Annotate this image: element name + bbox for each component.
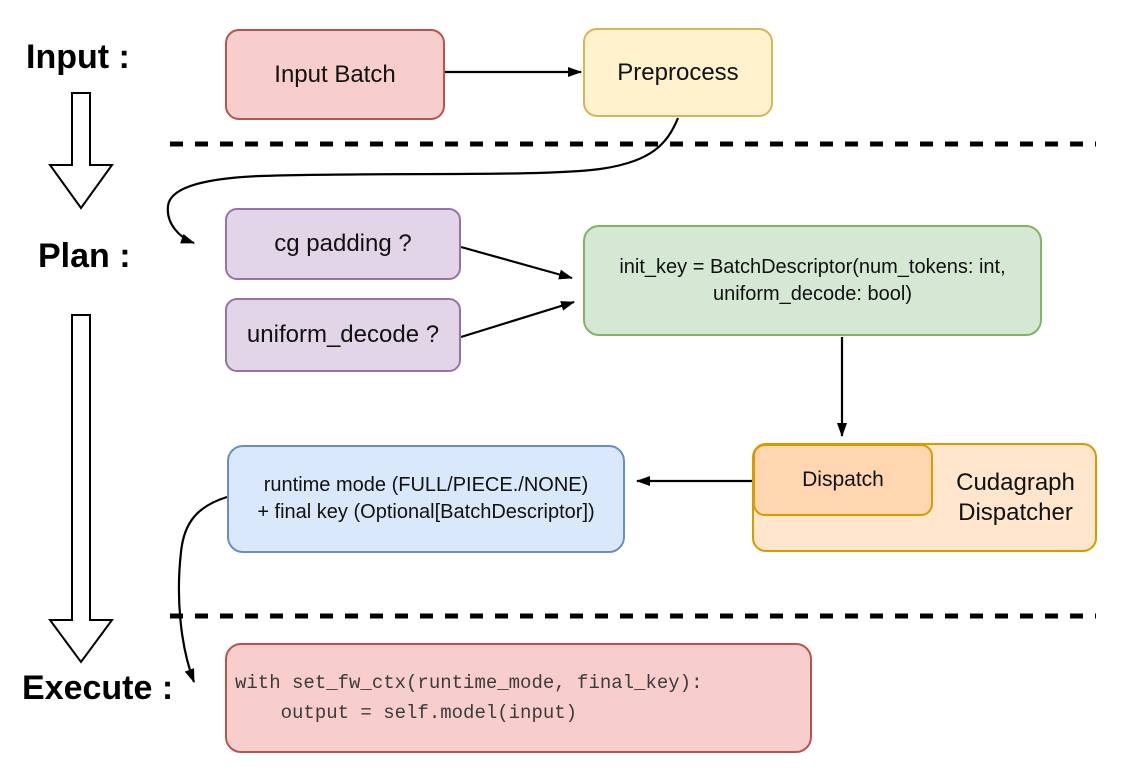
init-key-line1: init_key = BatchDescriptor(num_tokens: i… — [619, 255, 1006, 278]
edge-preprocess-to-cgpadding — [166, 117, 680, 245]
edge-cgpadding-to-initkey — [460, 245, 573, 280]
init-key-node: init_key = BatchDescriptor(num_tokens: i… — [583, 225, 1042, 336]
stage-arrow-input-to-plan — [48, 92, 114, 210]
input-batch-label: Input Batch — [274, 60, 396, 88]
preprocess-label: Preprocess — [617, 58, 739, 86]
edge-uniformdecode-to-initkey — [460, 300, 575, 339]
execute-code-node: with set_fw_ctx(runtime_mode, final_key)… — [225, 643, 812, 753]
cg-padding-node: cg padding ? — [225, 208, 461, 280]
input-batch-node: Input Batch — [225, 29, 445, 120]
dispatch-label: Dispatch — [802, 468, 884, 492]
dispatch-node: Dispatch — [753, 444, 933, 516]
execute-code-line2: output = self.model(input) — [235, 702, 578, 724]
uniform-decode-label: uniform_decode ? — [246, 321, 440, 349]
edge-runtimemode-to-execute — [177, 495, 228, 683]
cg-padding-label: cg padding ? — [274, 230, 412, 258]
init-key-line2: uniform_decode: bool) — [712, 282, 912, 305]
runtime-mode-line2: + final key (Optional[BatchDescriptor]) — [257, 501, 595, 523]
runtime-mode-line1: runtime mode (FULL/PIECE./NONE) — [263, 474, 589, 496]
stage-label-plan: Plan : — [38, 237, 131, 275]
runtime-mode-node: runtime mode (FULL/PIECE./NONE) + final … — [227, 445, 625, 553]
cudagraph-dispatcher-line1: Cudagraph — [956, 468, 1075, 496]
cudagraph-dispatcher-line2: Dispatcher — [958, 498, 1073, 526]
preprocess-node: Preprocess — [583, 28, 773, 117]
stage-arrow-plan-to-execute — [48, 314, 114, 664]
uniform-decode-node: uniform_decode ? — [225, 298, 461, 372]
stage-label-input: Input : — [26, 38, 130, 76]
stage-label-execute: Execute : — [22, 669, 174, 707]
execute-code-line1: with set_fw_ctx(runtime_mode, final_key)… — [235, 672, 703, 694]
cudagraph-dispatcher-label: Cudagraph Dispatcher — [934, 443, 1097, 552]
